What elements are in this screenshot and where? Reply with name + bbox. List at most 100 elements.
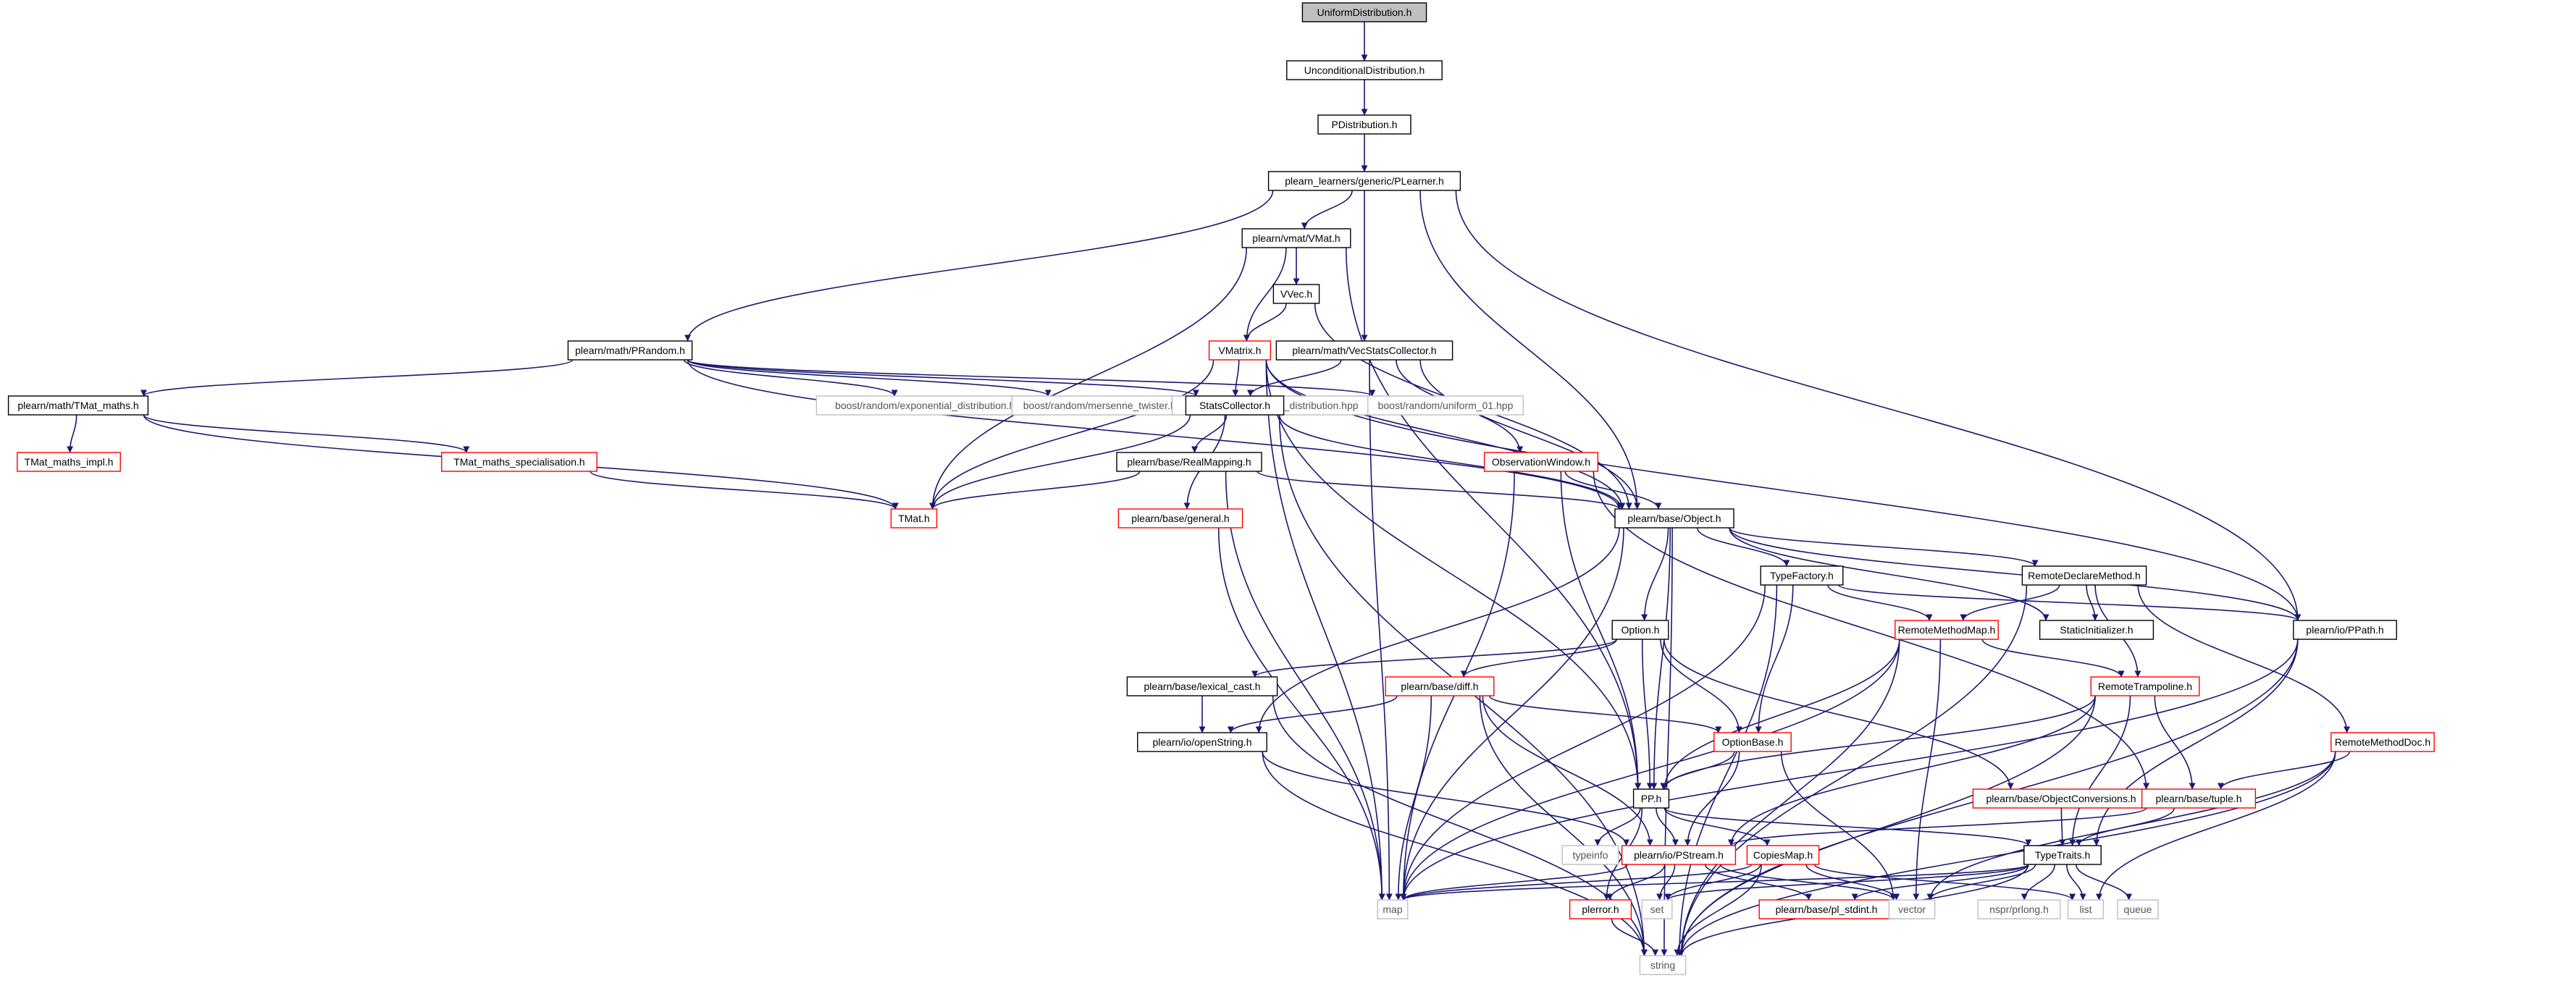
node-box [1895, 620, 1999, 640]
node-box [890, 508, 938, 529]
node-statscol[interactable]: StatsCollector.h [1185, 395, 1285, 416]
edge-remotedecl-to-remotemap [1960, 584, 2060, 621]
node-uniform[interactable]: UniformDistribution.h [1301, 2, 1427, 22]
node-pp[interactable]: PP.h [1632, 788, 1670, 809]
edge-typetraits-to-set [1664, 864, 2029, 901]
node-label: boost/random/mersenne_twister.hpp [1023, 400, 1188, 411]
edge-general-to-map [1217, 527, 1385, 901]
node-nspr[interactable]: nspr/prlong.h [1977, 899, 2061, 919]
node-diff[interactable]: plearn/base/diff.h [1385, 676, 1495, 696]
node-box [2090, 676, 2200, 696]
node-box [1888, 899, 1936, 919]
node-box [17, 452, 121, 472]
edge-typetraits-to-queue [2075, 864, 2132, 901]
node-label: StatsCollector.h [1199, 400, 1270, 411]
node-vecstats[interactable]: plearn/math/VecStatsCollector.h [1275, 340, 1453, 361]
node-ppath[interactable]: plearn/io/PPath.h [2293, 620, 2397, 640]
node-vector[interactable]: vector [1888, 899, 1936, 919]
edge-pstream-to-plstdint [1704, 864, 1812, 901]
node-remotetramp[interactable]: RemoteTrampoline.h [2090, 676, 2200, 696]
node-prandom[interactable]: plearn/math/PRandom.h [567, 340, 693, 361]
edge-remotedoc-to-list [2095, 751, 2336, 901]
node-tmat_impl[interactable]: TMat_maths_impl.h [17, 452, 121, 472]
node-remotedecl[interactable]: RemoteDeclareMethod.h [2021, 565, 2147, 586]
node-box [1272, 284, 1320, 304]
node-vmatrix[interactable]: VMatrix.h [1208, 340, 1272, 361]
edge-optionbase-to-pp [1660, 751, 1735, 790]
node-box [2039, 620, 2155, 640]
node-set[interactable]: set [1641, 899, 1673, 919]
edge-pstream-to-vector [1720, 864, 1897, 901]
node-objconv[interactable]: plearn/base/ObjectConversions.h [1972, 788, 2150, 809]
node-string[interactable]: string [1639, 955, 1687, 975]
node-label: ObservationWindow.h [1492, 456, 1590, 468]
node-label: boost/random/uniform_01.hpp [1378, 400, 1514, 411]
node-tmat[interactable]: TMat.h [890, 508, 938, 529]
edge-plearner-to-prandom [684, 190, 1274, 342]
node-remotemap[interactable]: RemoteMethodMap.h [1895, 620, 1999, 640]
node-plearner[interactable]: plearn_learners/generic/PLearner.h [1267, 171, 1461, 191]
node-plstdint[interactable]: plearn/base/pl_stdint.h [1758, 899, 1895, 919]
edge-obswin-to-pp [1560, 471, 1642, 790]
node-label: plearn/io/PStream.h [1634, 849, 1724, 861]
node-box [1746, 845, 1820, 865]
node-typefactory[interactable]: TypeFactory.h [1760, 565, 1844, 586]
node-typetraits[interactable]: TypeTraits.h [2023, 845, 2102, 865]
node-obswin[interactable]: ObservationWindow.h [1483, 452, 1599, 472]
node-box [1483, 452, 1599, 472]
node-label: typeinfo [1572, 849, 1608, 861]
node-box [2293, 620, 2397, 640]
node-uncond[interactable]: UnconditionalDistribution.h [1286, 60, 1443, 80]
edge-optionbase-to-pstream [1684, 751, 1740, 846]
node-list[interactable]: list [2067, 899, 2105, 919]
node-openstring[interactable]: plearn/io/openString.h [1137, 732, 1267, 752]
node-tuple[interactable]: plearn/base/tuple.h [2141, 788, 2257, 809]
node-box [1275, 340, 1453, 361]
node-remotedoc[interactable]: RemoteMethodDoc.h [2330, 732, 2435, 752]
edge-object-to-remotedecl [1729, 527, 2039, 567]
node-copiesmap[interactable]: CopiesMap.h [1746, 845, 1820, 865]
node-box [1126, 676, 1278, 696]
edge-pp-to-copiesmap [1664, 807, 1771, 846]
node-general[interactable]: plearn/base/general.h [1117, 508, 1243, 529]
node-label: plearn/io/PPath.h [2306, 624, 2383, 636]
node-box [1713, 732, 1792, 752]
node-label: plearn/math/TMat_maths.h [17, 400, 138, 411]
node-label: map [1383, 904, 1402, 915]
node-box [1385, 676, 1495, 696]
edge-pp-to-pstream [1656, 807, 1679, 846]
edge-vmat-to-pp [1346, 247, 1642, 790]
node-label: nspr/prlong.h [1989, 904, 2049, 915]
node-tmat_spec[interactable]: TMat_maths_specialisation.h [441, 452, 597, 472]
node-mersenne[interactable]: boost/random/mersenne_twister.hpp [1011, 395, 1199, 416]
node-optionbase[interactable]: OptionBase.h [1713, 732, 1792, 752]
edge-object-to-openstring [1255, 527, 1620, 733]
edge-prandom-to-object [687, 359, 1623, 510]
edge-object-to-string [1661, 527, 1673, 956]
node-map[interactable]: map [1377, 899, 1409, 919]
node-realmap[interactable]: plearn/base/RealMapping.h [1116, 452, 1262, 472]
node-queue[interactable]: queue [2117, 899, 2159, 919]
node-plerror[interactable]: plerror.h [1569, 899, 1632, 919]
node-typeinfo[interactable]: typeinfo [1561, 845, 1619, 865]
node-option[interactable]: Option.h [1611, 620, 1669, 640]
edge-pstream-to-set [1656, 864, 1676, 901]
edge-copiesmap-to-string [1674, 864, 1762, 956]
node-box [1621, 845, 1737, 865]
node-object[interactable]: plearn/base/Object.h [1614, 508, 1734, 529]
node-tmat_maths[interactable]: plearn/math/TMat_maths.h [7, 395, 149, 416]
edge-copiesmap-to-map [1400, 864, 1753, 901]
node-uniform01[interactable]: boost/random/uniform_01.hpp [1367, 395, 1524, 416]
node-box [1317, 114, 1411, 135]
node-exp_dist[interactable]: boost/random/exponential_distribution.hp… [815, 395, 1046, 416]
node-pdist[interactable]: PDistribution.h [1317, 114, 1411, 135]
edge-option-to-pp [1641, 639, 1653, 790]
node-staticinit[interactable]: StaticInitializer.h [2039, 620, 2155, 640]
node-box [1611, 620, 1669, 640]
node-vmat[interactable]: plearn/vmat/VMat.h [1241, 228, 1351, 248]
edge-option-to-diff [1460, 639, 1617, 678]
node-box [2021, 565, 2147, 586]
node-lexical[interactable]: plearn/base/lexical_cast.h [1126, 676, 1278, 696]
node-pstream[interactable]: plearn/io/PStream.h [1621, 845, 1737, 865]
node-vvec[interactable]: VVec.h [1272, 284, 1320, 304]
